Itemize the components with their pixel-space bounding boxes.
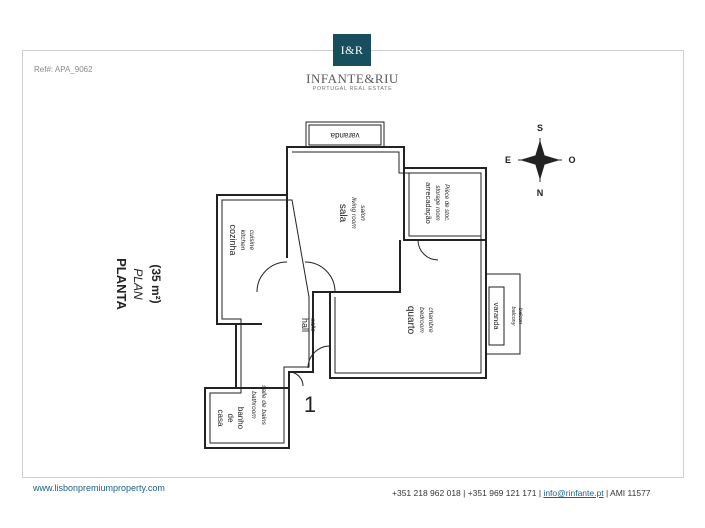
room-sala-en: living room [350,197,357,229]
ami-license: | AMI 11577 [605,488,651,498]
room-bathroom-fr: salle de bains [260,385,267,425]
storage-inner-wall [408,173,481,237]
room-cozinha-en: kitchen [239,230,246,251]
room-cozinha: cozinha [228,224,238,255]
room-quarto-fr: chambre [427,307,434,333]
room-arrumacao: arrecadação [424,182,433,224]
room-sala: sala [337,204,348,223]
room-casa: casa [216,410,225,427]
inner-wall [209,151,482,444]
room-varanda-right-en: balcony [510,307,516,327]
balcony-top [305,121,385,148]
phone-numbers: +351 218 962 018 | +351 969 121 171 | [392,488,542,498]
room-varanda-top: varanda [330,131,359,140]
room-arrumacao-fr: Pièce de stoc. [443,184,449,222]
plan-title-en: PLAN [131,268,145,300]
balcony-top-rail [308,124,382,146]
compass-south: S [537,123,543,133]
room-hall: hall [300,318,310,332]
plan-title-pt: PLANTA [114,258,129,310]
compass-west: O [568,155,575,165]
brand-tagline: PORTUGAL REAL ESTATE [312,86,393,92]
reference-id: Ref#: APA_9062 [34,65,93,74]
room-de: de [226,414,235,423]
room-banho: banho [236,407,245,430]
compass-north: N [537,188,544,198]
living-bedroom-wall [330,240,401,293]
storage-wall [403,168,486,241]
email-link[interactable]: info@rinfante.pt [543,488,604,498]
compass-east: E [505,155,511,165]
door-arc [288,371,304,387]
balcony-right-rail [488,286,505,346]
room-varanda-right: varanda [492,302,501,330]
room-sala-fr: salon [359,205,366,221]
balcony-right [485,273,521,355]
room-bathroom-en: bathroom [250,391,257,419]
room-varanda-right-fr: balcon [517,308,523,324]
contact-line: +351 218 962 018 | +351 969 121 171 | in… [392,488,651,498]
plan-area: (35 m²) [149,264,163,303]
room-quarto-en: bedroom [418,307,425,333]
website-link[interactable]: www.lisbonpremiumproperty.com [33,483,165,493]
brand-logo: I&R [333,34,371,66]
room-arrumacao-en: storage room [434,185,440,220]
room-hall-fr: salle [309,318,316,332]
room-quarto: quarto [405,306,416,335]
compass-icon [518,138,562,182]
floor-number: 1 [304,392,316,417]
door-arc [304,261,336,293]
room-cozinha-fr: cuisine [248,230,255,251]
door-arc [256,261,288,293]
door-arc [307,345,331,369]
brand-name: INFANTE&RIU [306,71,399,86]
door-arc [417,239,439,261]
